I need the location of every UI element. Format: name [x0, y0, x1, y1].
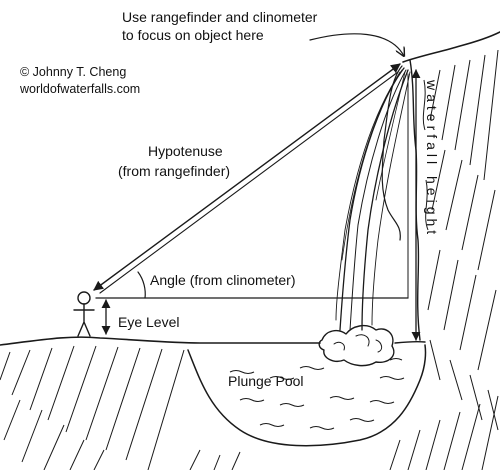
- angle-arc: [137, 271, 146, 299]
- pointer-arrow: [309, 33, 404, 56]
- eye-level-label: Eye Level: [118, 314, 179, 330]
- ground-line: [0, 336, 321, 346]
- waterfall-height-label: waterfall height: [424, 79, 440, 238]
- ground-hatching: [0, 345, 185, 471]
- rocks: [318, 324, 395, 367]
- hypotenuse-label-1: Hypotenuse: [148, 143, 223, 159]
- plunge-pool: [187, 344, 427, 447]
- waterfall: [335, 67, 411, 331]
- website-text: worldofwaterfalls.com: [19, 82, 140, 96]
- observer-figure: [73, 291, 95, 337]
- copyright-text: © Johnny T. Cheng: [20, 65, 126, 79]
- instruction-line-2: to focus on object here: [122, 27, 264, 43]
- angle-label: Angle (from clinometer): [150, 272, 296, 288]
- instruction-line-1: Use rangefinder and clinometer: [122, 9, 318, 25]
- hypotenuse-line: [93, 63, 401, 291]
- plunge-pool-label: Plunge Pool: [228, 373, 304, 389]
- hypotenuse-label-2: (from rangefinder): [118, 163, 230, 179]
